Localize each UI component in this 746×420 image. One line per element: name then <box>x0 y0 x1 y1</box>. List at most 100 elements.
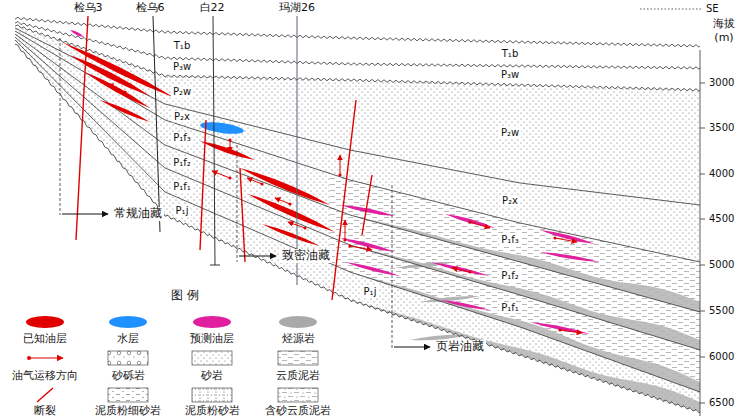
fault-line <box>240 168 245 262</box>
legend-swatch <box>276 387 320 403</box>
stratum-boundary <box>15 34 700 312</box>
formation-label: P₂w <box>499 127 521 139</box>
tick-label: 3500 <box>709 122 734 134</box>
stratum-boundary <box>15 28 700 205</box>
strata <box>15 17 700 413</box>
formation-label: P₁j <box>174 205 191 217</box>
predicted-oil-layer <box>70 30 84 37</box>
well-line <box>213 16 215 265</box>
migration-dot <box>338 173 341 176</box>
sandstone-layer <box>15 37 330 263</box>
migration-dot <box>228 138 231 141</box>
formation-label: P₁f₃ <box>499 234 521 246</box>
formation-label: P₁f₁ <box>499 302 521 314</box>
well-bottom <box>210 265 220 266</box>
migration-arrow <box>345 220 346 240</box>
legend-swatch <box>190 314 234 330</box>
legend-pattern <box>108 351 148 365</box>
legend-swatch <box>106 314 150 330</box>
legend-title: 图 例 <box>171 289 199 303</box>
axis-tick <box>700 357 705 358</box>
stratum-boundary <box>15 17 700 47</box>
legend-fault <box>37 388 53 402</box>
legend-swatch-box <box>106 350 150 366</box>
direction-label: SE <box>706 3 719 15</box>
predicted-oil-layer <box>345 262 400 276</box>
legend-swatch-box <box>276 314 320 330</box>
fault-line <box>362 175 372 235</box>
axis-tick <box>700 265 705 266</box>
legend-swatch <box>190 387 234 403</box>
legend-swatch <box>276 314 320 330</box>
legend-text: 水层 <box>117 333 139 346</box>
legend-color <box>26 316 64 328</box>
formation-label: T₁b <box>172 40 192 52</box>
reservoir-label: 常规油藏 <box>112 207 164 221</box>
known-oil-layer <box>200 141 255 160</box>
legend-pattern <box>192 388 232 402</box>
tick-label: 4000 <box>709 168 734 180</box>
legend-color <box>109 316 147 328</box>
formation-label: P₁f₂ <box>171 158 193 170</box>
migration-arrow <box>247 178 262 184</box>
fault-line <box>76 16 88 240</box>
migration-arrow <box>230 140 231 152</box>
migration-arrow <box>555 238 577 242</box>
tick-label: 5500 <box>709 305 734 317</box>
legend-swatch-box <box>190 350 234 366</box>
legend-text: 云质泥岩 <box>276 370 320 383</box>
formation-label: P₃w <box>499 70 521 82</box>
legend-text: 油气运移方向 <box>12 370 78 383</box>
tick-label: 3000 <box>709 77 734 89</box>
legend-text: 含砂云质泥岩 <box>265 405 331 418</box>
formation-label: T₁b <box>500 48 520 60</box>
legend-text: 砂砾岩 <box>112 370 145 383</box>
stratum-boundary <box>15 31 700 262</box>
legend-swatch <box>23 350 67 366</box>
known-oil-layer <box>70 55 150 96</box>
direction-line <box>640 9 703 10</box>
known-oil-layer <box>240 168 330 205</box>
predicted-oil-layer <box>340 238 395 252</box>
legend-swatch <box>106 350 150 366</box>
formation-label: P₁f₂ <box>499 270 521 282</box>
formation-label: P₃w <box>171 62 193 74</box>
axis-tick <box>700 83 705 84</box>
fault-line <box>200 120 206 250</box>
migration-dot <box>468 270 471 273</box>
well-name: 白22 <box>200 2 225 15</box>
zone-divider <box>60 38 61 215</box>
legend-swatch-box <box>276 387 320 403</box>
legend-swatch <box>23 387 67 403</box>
legend-swatch <box>23 314 67 330</box>
predicted-oil-layer <box>540 230 595 244</box>
legend-swatch-box <box>23 387 67 403</box>
migration-arrow <box>288 222 305 228</box>
migration-arrow <box>452 268 470 272</box>
migration-dot <box>123 90 126 93</box>
legend-color <box>193 316 231 328</box>
migration-arrow <box>470 222 490 228</box>
tick-label: 6500 <box>709 397 734 409</box>
known-oil-layer <box>262 224 320 246</box>
predicted-oil-layer <box>540 252 600 262</box>
legend-text: 泥质粉细砂岩 <box>95 405 161 418</box>
migration-arrow <box>350 246 372 250</box>
formation-label: P₂x <box>500 195 520 207</box>
legend-arrow <box>29 357 63 358</box>
legend-swatch-box <box>190 387 234 403</box>
legend-text: 断裂 <box>34 405 56 418</box>
migration-dot <box>468 220 471 223</box>
predicted-oil-layer <box>430 262 490 276</box>
formation-label: P₁f₁ <box>171 181 193 193</box>
migration-dot <box>558 328 561 331</box>
migration-dot <box>228 176 231 179</box>
predicted-oil-layer <box>440 300 490 310</box>
migration-dot <box>343 238 346 241</box>
predicted-oil-layer <box>340 205 395 216</box>
tick-label: 4500 <box>709 213 734 225</box>
well-name: 检乌6 <box>136 2 165 15</box>
axis-tick <box>700 174 705 175</box>
axis-unit: (m) <box>714 32 733 45</box>
known-oil-layer <box>85 72 150 108</box>
